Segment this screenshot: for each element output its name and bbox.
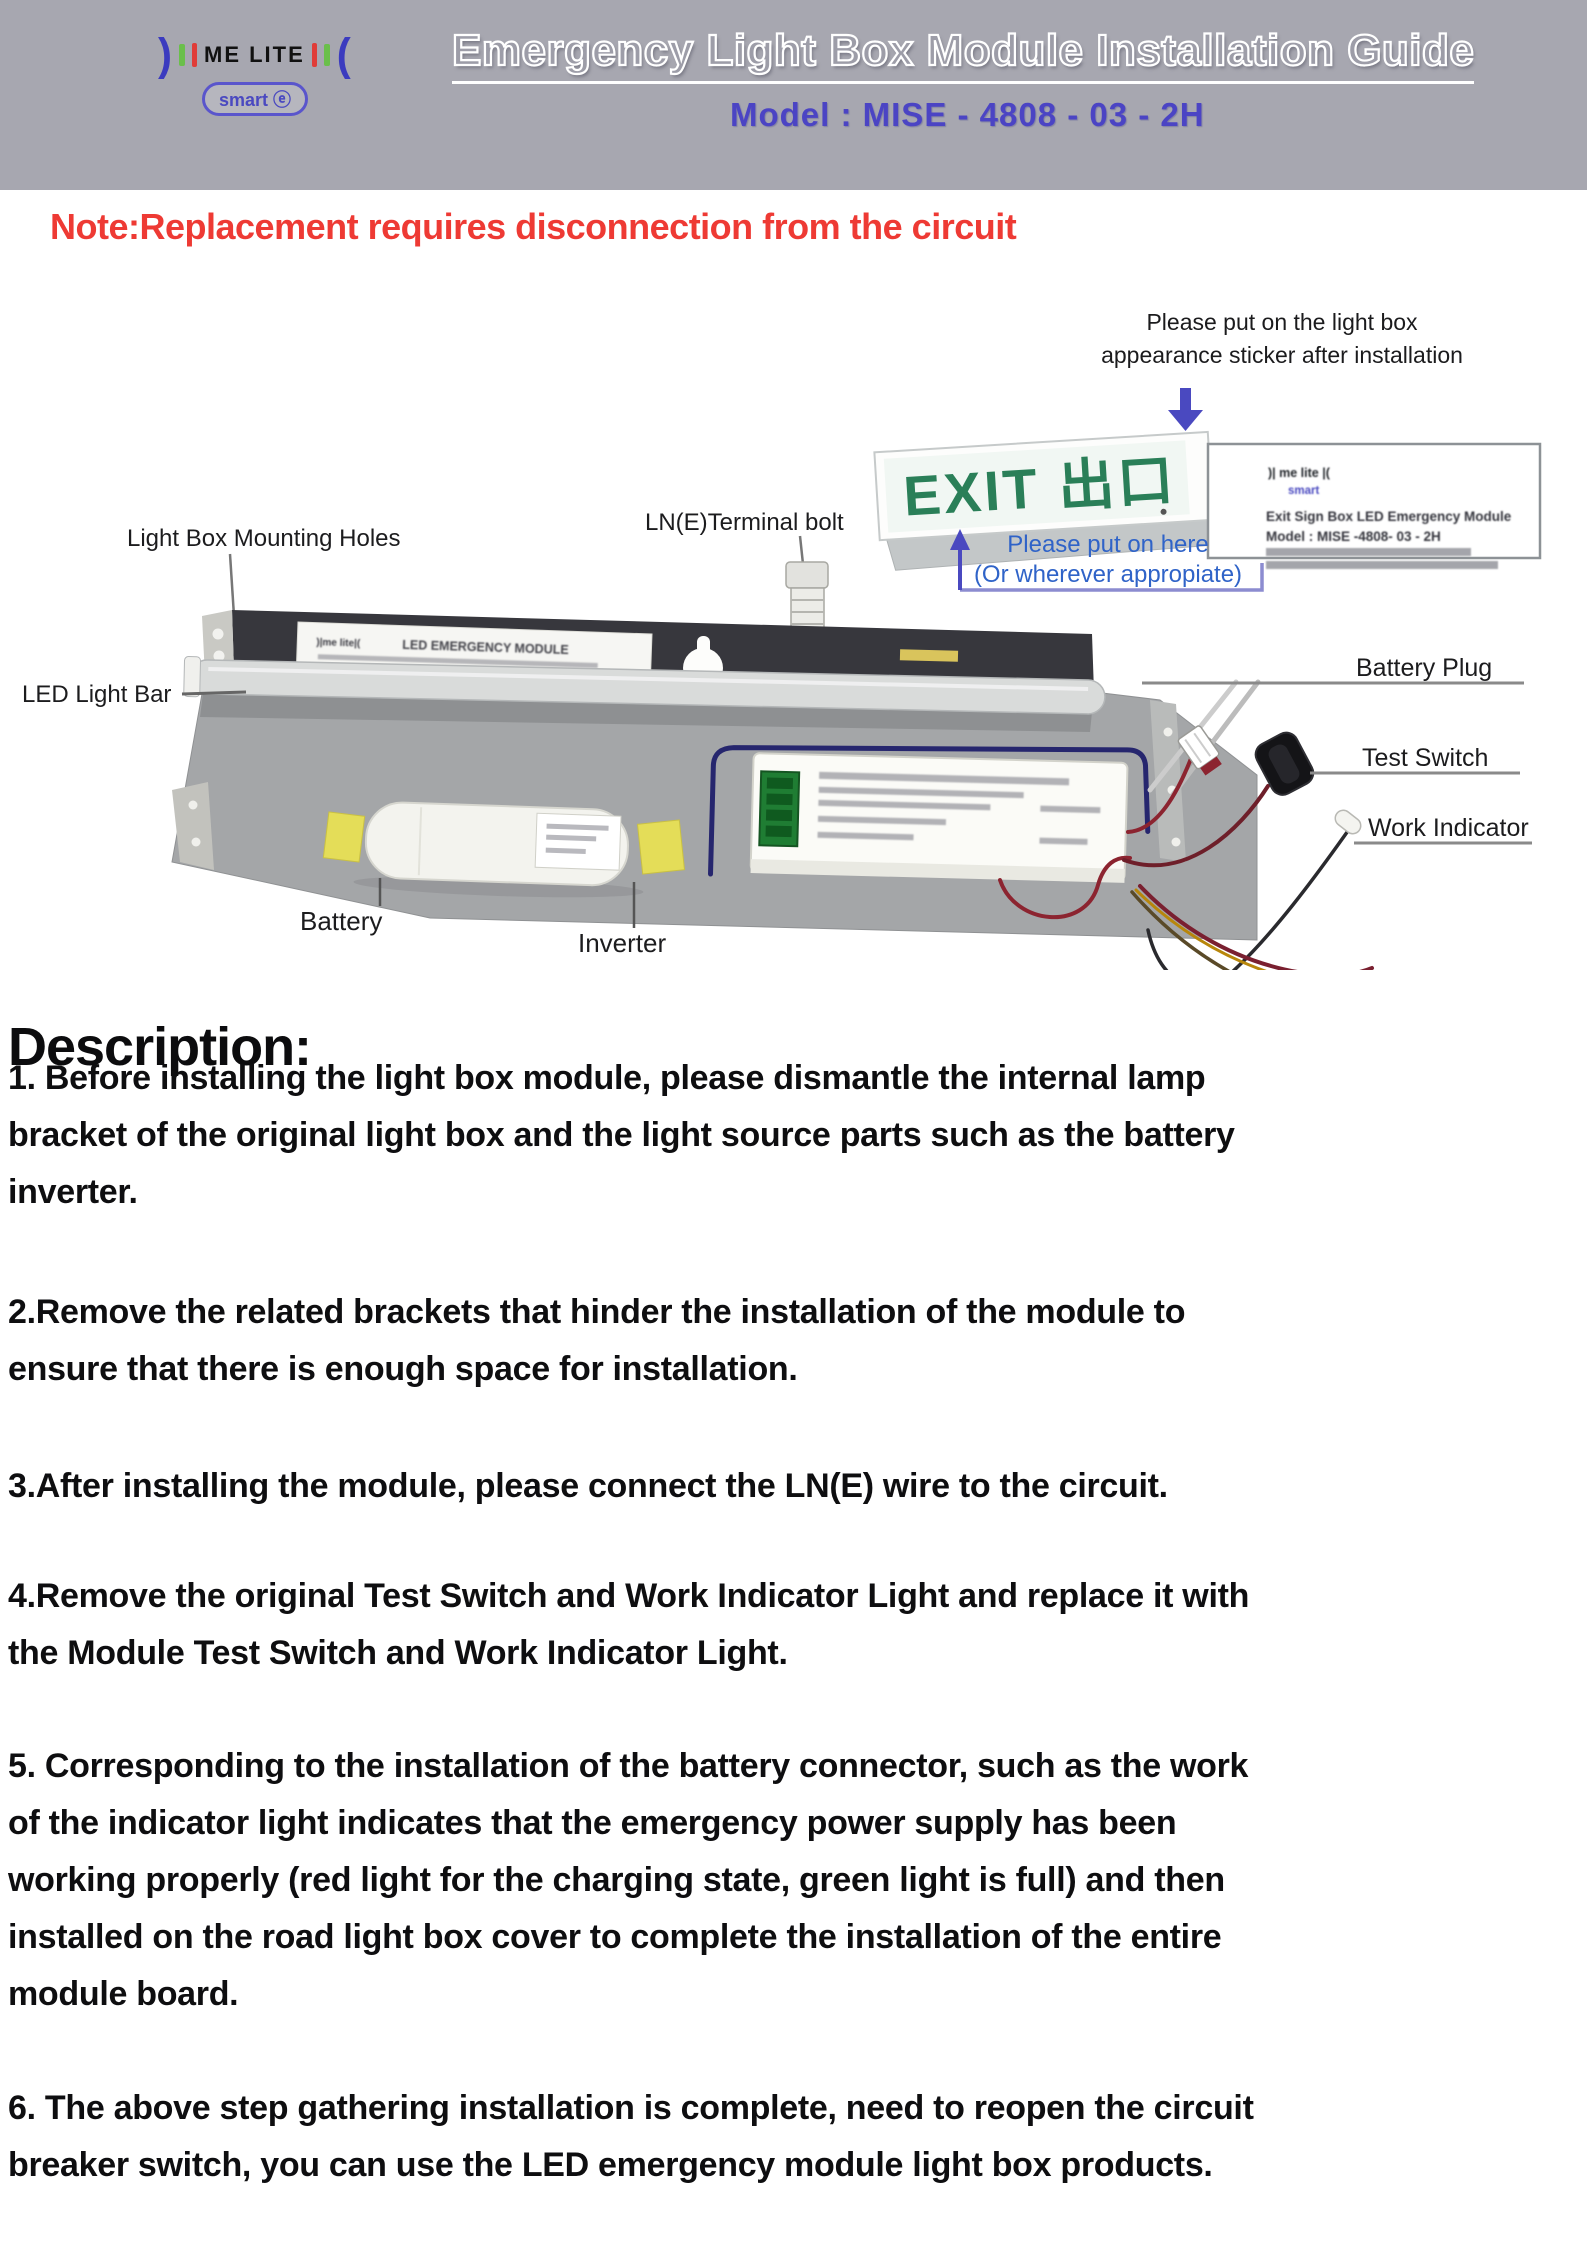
wires	[998, 679, 1374, 970]
page-title: Emergency Light Box Module Installation …	[451, 25, 1475, 84]
description-step-6: 6. The above step gathering installation…	[8, 2089, 1254, 2184]
sticker-tip-line1: Please put on the light box	[1146, 309, 1418, 335]
label-terminal-bolt: LN(E)Terminal bolt	[645, 509, 844, 536]
module-label-brand: )|me lite|(	[316, 637, 361, 649]
label-work-indicator: Work Indicator	[1368, 814, 1529, 842]
module-label-text: LED EMERGENCY MODULE	[402, 638, 569, 657]
description-step-5: 5. Corresponding to the installation of …	[8, 1747, 1249, 2013]
spec-sticker: )| me lite |( smart Exit Sign Box LED Em…	[1206, 442, 1542, 569]
label-led-light-bar: LED Light Bar	[22, 681, 171, 708]
brand-name: ME LITE	[204, 42, 305, 67]
description-step-1: 1. Before installing the light box modul…	[8, 1059, 1235, 1211]
description-step-4: 4.Remove the original Test Switch and Wo…	[8, 1577, 1250, 1672]
sticker-line1: Exit Sign Box LED Emergency Module	[1266, 509, 1512, 524]
sticker-line2: Model : MISE -4808- 03 - 2H	[1266, 529, 1441, 544]
sticker-tip-line2: appearance sticker after installation	[1101, 342, 1463, 368]
label-test-switch: Test Switch	[1362, 744, 1488, 772]
foam-pad	[636, 819, 686, 875]
header-banner: ) ME LITE ( smart ⓔ Emergency Light Box …	[0, 0, 1587, 190]
exit-sign: EXIT 出口	[873, 430, 1226, 571]
inverter	[708, 745, 1151, 883]
logo-green-bar-icon	[323, 44, 330, 66]
logo-right-paren-icon: (	[336, 29, 351, 80]
foam-pad	[322, 811, 366, 863]
description-heading: Description:	[8, 1017, 312, 1078]
warning-note: Note:Replacement requires disconnection …	[50, 206, 1017, 247]
label-battery: Battery	[300, 906, 382, 936]
battery-plug	[1177, 725, 1222, 776]
sticker-brand: )| me lite |(	[1268, 466, 1331, 480]
put-here-line1: Please put on here	[1007, 531, 1208, 558]
description-step-3: 3.After installing the module, please co…	[8, 1467, 1168, 1505]
label-battery-plug: Battery Plug	[1356, 654, 1492, 682]
up-arrow-icon	[950, 529, 970, 550]
logo-left-paren-icon: )	[158, 29, 172, 80]
label-mounting-holes: Light Box Mounting Holes	[127, 525, 401, 552]
put-here-line2: (Or wherever appropiate)	[974, 561, 1242, 588]
led-light-bar	[183, 656, 1106, 715]
logo-red-bar-icon	[311, 43, 317, 67]
sticker-smart: smart	[1288, 485, 1319, 497]
down-arrow-icon	[1168, 388, 1203, 431]
installation-diagram: Please put on the light box appearance s…	[0, 230, 1587, 970]
battery	[353, 801, 644, 898]
label-inverter: Inverter	[578, 928, 666, 958]
logo-red-bar-icon	[192, 43, 197, 67]
smart-badge: smart ⓔ	[202, 82, 309, 116]
blue-wire	[708, 745, 1151, 877]
model-number: Model : MISE - 4808 - 03 - 2H	[730, 96, 1205, 133]
description-step-2: 2.Remove the related brackets that hinde…	[8, 1293, 1186, 1388]
work-indicator	[1334, 809, 1362, 835]
logo-green-bar-icon	[179, 44, 185, 66]
put-here-annotation: Please put on here (Or wherever appropia…	[950, 529, 1264, 592]
test-switch	[1254, 731, 1315, 796]
brand-logo: ) ME LITE ( smart ⓔ	[158, 29, 388, 116]
